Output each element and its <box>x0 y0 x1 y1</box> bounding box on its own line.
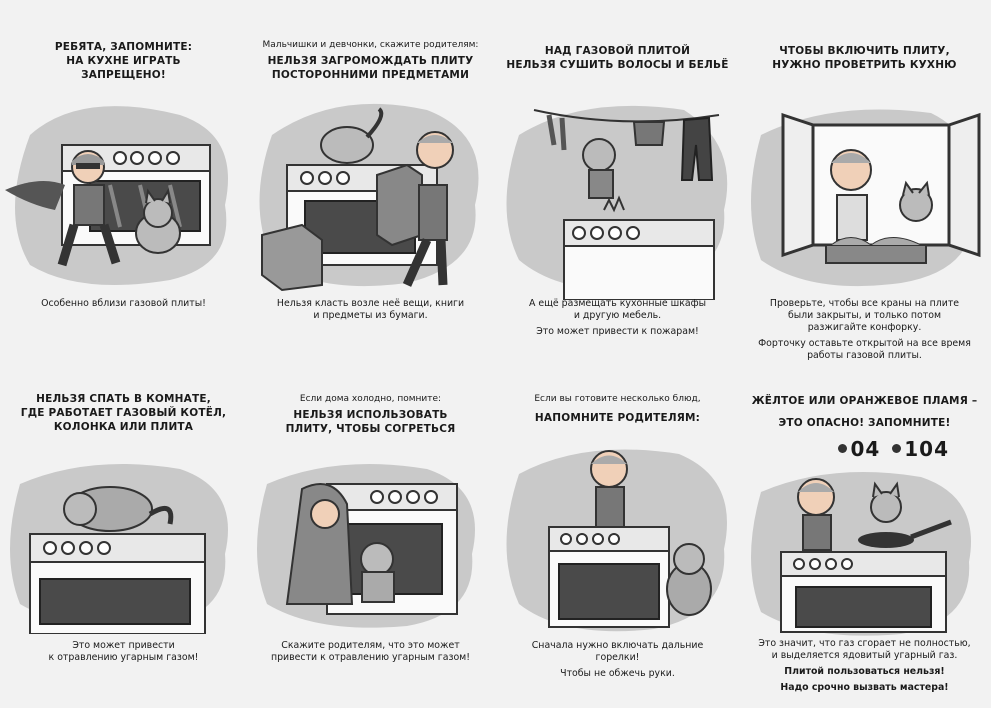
panel-title: Если дома холодно, помните: НЕЛЬЗЯ ИСПОЛ… <box>285 394 456 435</box>
panel-caption: Это значит, что газ сгорает не полностью… <box>758 638 971 693</box>
panel-caption: Нельзя класть возле неё вещи, книги и пр… <box>276 298 465 321</box>
cat-icon <box>135 188 181 254</box>
stove-icon <box>780 551 947 633</box>
cat-icon <box>899 180 933 222</box>
illustration-boy-cat-frying <box>751 472 971 636</box>
cat-icon <box>63 486 174 532</box>
panel-title: НЕЛЬЗЯ СПАТЬ В КОМНАТЕ, ГДЕ РАБОТАЕТ ГАЗ… <box>20 393 227 433</box>
panel-caption: А ещё размещать кухонные шкафы и другую … <box>528 298 707 337</box>
phone-number: 04 <box>850 436 881 461</box>
boy-icon <box>5 150 121 267</box>
panel-title: ЖЁЛТОЕ ИЛИ ОРАНЖЕВОЕ ПЛАМЯ – ЭТО ОПАСНО!… <box>751 395 978 429</box>
stove-icon <box>548 526 670 628</box>
phone-number: 104 <box>904 436 949 461</box>
panel-no-warming: Если дома холодно, помните: НЕЛЬЗЯ ИСПОЛ… <box>247 354 494 708</box>
boy-icon <box>590 450 628 528</box>
illustration-open-window <box>751 109 981 287</box>
cat-icon <box>360 542 395 603</box>
stove-icon <box>29 533 206 634</box>
panel-no-clutter: Мальчишки и девчонки, скажите родителям:… <box>247 0 494 354</box>
illustration-boy-with-boxes <box>259 103 479 292</box>
panel-no-drying: НАД ГАЗОВОЙ ПЛИТОЙ НЕЛЬЗЯ СУШИТЬ ВОЛОСЫ … <box>494 0 741 354</box>
cat-icon <box>582 138 616 199</box>
cat-icon <box>666 543 712 616</box>
stove-icon <box>563 195 715 300</box>
boy-icon <box>797 478 835 551</box>
illustration-boy-playing-near-stove <box>5 106 228 285</box>
laundry-icon <box>546 114 714 181</box>
panel-no-sleeping: НЕЛЬЗЯ СПАТЬ В КОМНАТЕ, ГДЕ РАБОТАЕТ ГАЗ… <box>0 354 247 708</box>
boy-icon <box>830 149 872 241</box>
cat-icon <box>870 481 902 523</box>
panel-caption: Особенно вблизи газовой плиты! <box>41 298 206 309</box>
panel-title: Мальчишки и девчонки, скажите родителям:… <box>262 40 479 81</box>
panel-ventilate: ЧТОБЫ ВКЛЮЧИТЬ ПЛИТУ, НУЖНО ПРОВЕТРИТЬ К… <box>741 0 988 361</box>
panel-caption: Проверьте, чтобы все краны на плите были… <box>758 298 971 361</box>
frying-pan-icon <box>858 519 952 548</box>
emergency-phone-numbers: 04 104 <box>834 435 949 461</box>
panel-title: РЕБЯТА, ЗАПОМНИТЕ: НА КУХНЕ ИГРАТЬ ЗАПРЕ… <box>54 41 193 81</box>
illustration-cat-sleeping-on-stove <box>10 464 228 634</box>
panel-no-playing: РЕБЯТА, ЗАПОМНИТЕ: НА КУХНЕ ИГРАТЬ ЗАПРЕ… <box>0 0 247 354</box>
panel-yellow-flame: ЖЁЛТОЕ ИЛИ ОРАНЖЕВОЕ ПЛАМЯ – ЭТО ОПАСНО!… <box>741 354 988 708</box>
box-icon <box>261 163 423 292</box>
illustration-laundry-over-stove <box>506 105 728 300</box>
illustration-boy-cooking <box>506 449 727 632</box>
flower-box-icon <box>825 237 927 264</box>
panel-title: НАД ГАЗОВОЙ ПЛИТОЙ НЕЛЬЗЯ СУШИТЬ ВОЛОСЫ … <box>506 45 729 71</box>
panel-caption: Это может привести к отравлению угарным … <box>48 640 199 663</box>
panel-title: ЧТОБЫ ВКЛЮЧИТЬ ПЛИТУ, НУЖНО ПРОВЕТРИТЬ К… <box>772 45 957 71</box>
panel-caption: Скажите родителям, что это может привест… <box>270 640 471 663</box>
illustration-girl-in-blanket <box>257 464 475 628</box>
cat-icon <box>320 107 384 164</box>
phone-icon <box>892 444 902 453</box>
panel-far-burners: Если вы готовите несколько блюд, НАПОМНИ… <box>494 354 741 708</box>
panel-caption: Сначала нужно включать дальние горелки! … <box>531 640 704 679</box>
girl-icon <box>285 483 354 605</box>
phone-icon <box>838 444 848 453</box>
window-icon <box>781 112 981 258</box>
panel-title: Если вы готовите несколько блюд, НАПОМНИ… <box>534 394 701 424</box>
boy-icon <box>402 131 454 287</box>
